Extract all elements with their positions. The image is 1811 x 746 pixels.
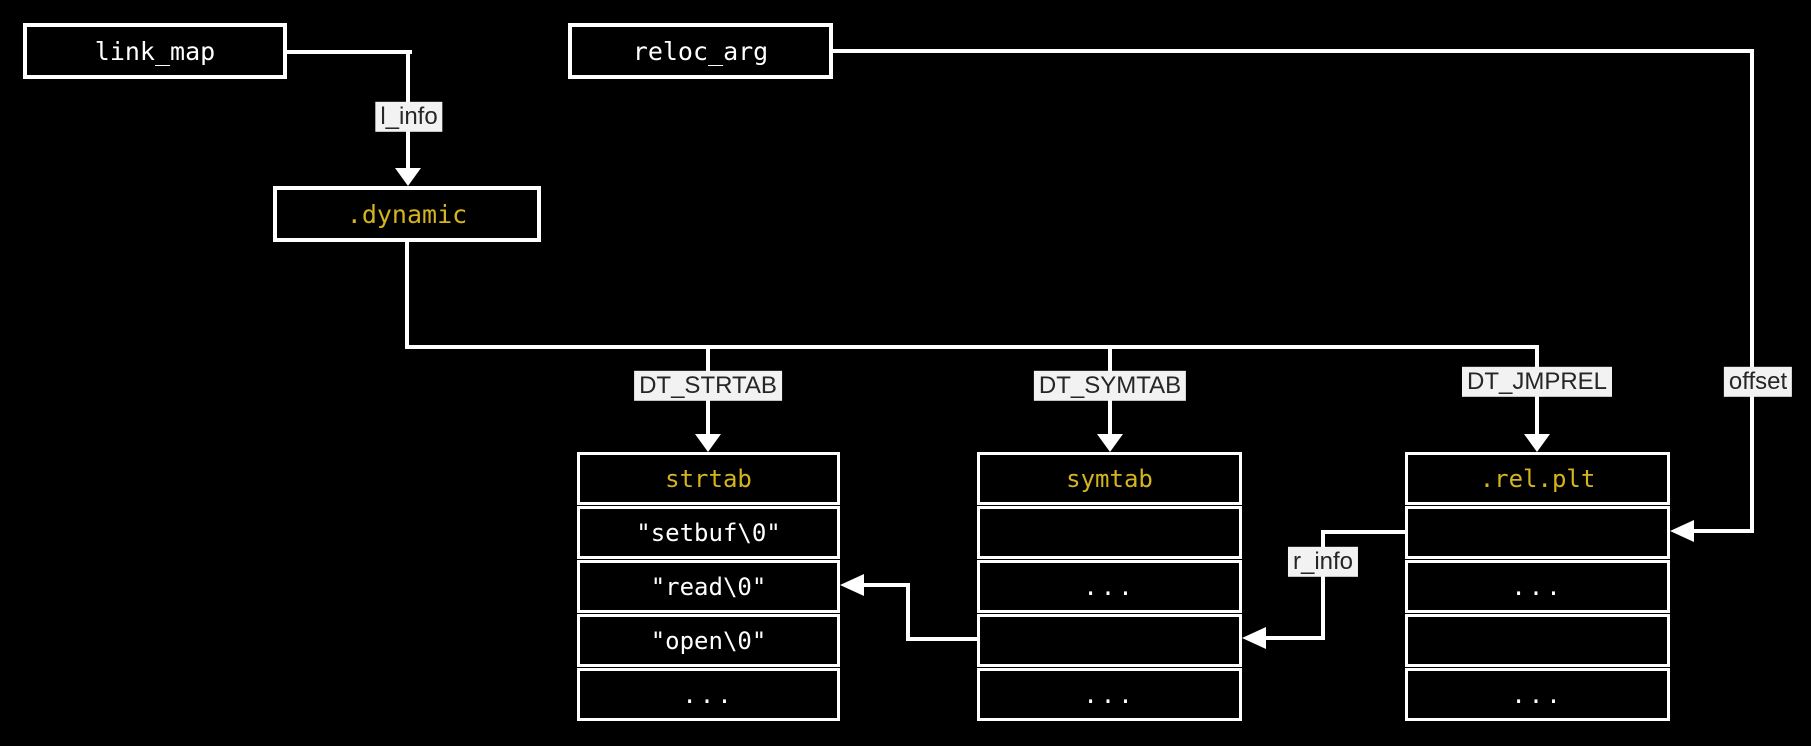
connector-symtab-strtab-h1 [906,637,979,641]
table-row-symtab-1 [977,506,1242,559]
connector-relocarg-v [1750,49,1754,533]
arrowhead-down-symtab-icon [1097,434,1123,452]
table-row-strtab-read: "read\0" [577,560,840,613]
node-dynamic: .dynamic [273,186,541,242]
table-row-relplt-ellipsis-2: ... [1405,668,1670,721]
connector-relplt-symtab-h1 [1321,530,1407,534]
connector-linkmap-dynamic-h [285,50,412,54]
table-row-symtab-ellipsis-1: ... [977,560,1242,613]
edge-label-l-info: l_info [375,101,443,133]
arrowhead-left-strtab-icon [840,574,864,596]
table-strtab: strtab "setbuf\0" "read\0" "open\0" ... [577,452,840,721]
table-row-strtab-setbuf: "setbuf\0" [577,506,840,559]
node-link-map: link_map [23,23,287,79]
table-symtab: symtab ... ... [977,452,1242,721]
edge-label-r-info: r_info [1287,546,1359,578]
arrowhead-down-relplt-icon [1524,434,1550,452]
connector-relplt-symtab-h2 [1264,636,1325,640]
node-link-map-label: link_map [94,36,216,66]
node-reloc-arg-label: reloc_arg [632,36,769,66]
connector-dynamic-trunk-h [405,345,1539,349]
edge-label-dt-strtab: DT_STRTAB [634,370,782,402]
table-row-strtab-ellipsis: ... [577,668,840,721]
edge-label-dt-jmprel: DT_JMPREL [1461,366,1613,398]
connector-relocarg-h [831,49,1754,53]
table-row-strtab-open: "open\0" [577,614,840,667]
table-row-relplt-ellipsis-1: ... [1405,560,1670,613]
table-relplt-header: .rel.plt [1405,452,1670,505]
table-strtab-header: strtab [577,452,840,505]
table-row-symtab-ellipsis-2: ... [977,668,1242,721]
connector-relocarg-h2 [1692,529,1754,533]
table-row-relplt-2 [1405,614,1670,667]
arrowhead-down-strtab-icon [695,434,721,452]
table-row-relplt-1 [1405,506,1670,559]
arrowhead-left-symtab-icon [1242,627,1266,649]
arrowhead-left-relplt-icon [1670,520,1694,542]
connector-relplt-symtab-v [1321,530,1325,640]
table-row-symtab-2 [977,614,1242,667]
node-reloc-arg: reloc_arg [568,23,833,79]
table-symtab-header: symtab [977,452,1242,505]
arrowhead-down-dynamic-icon [395,168,421,186]
connector-dynamic-trunk-v [405,240,409,349]
edge-label-offset: offset [1723,366,1793,398]
edge-label-dt-symtab: DT_SYMTAB [1033,370,1187,402]
node-dynamic-label: .dynamic [346,199,468,229]
connector-symtab-strtab-h2 [862,583,910,587]
connector-symtab-strtab-v [906,583,910,641]
table-relplt: .rel.plt ... ... [1405,452,1670,721]
